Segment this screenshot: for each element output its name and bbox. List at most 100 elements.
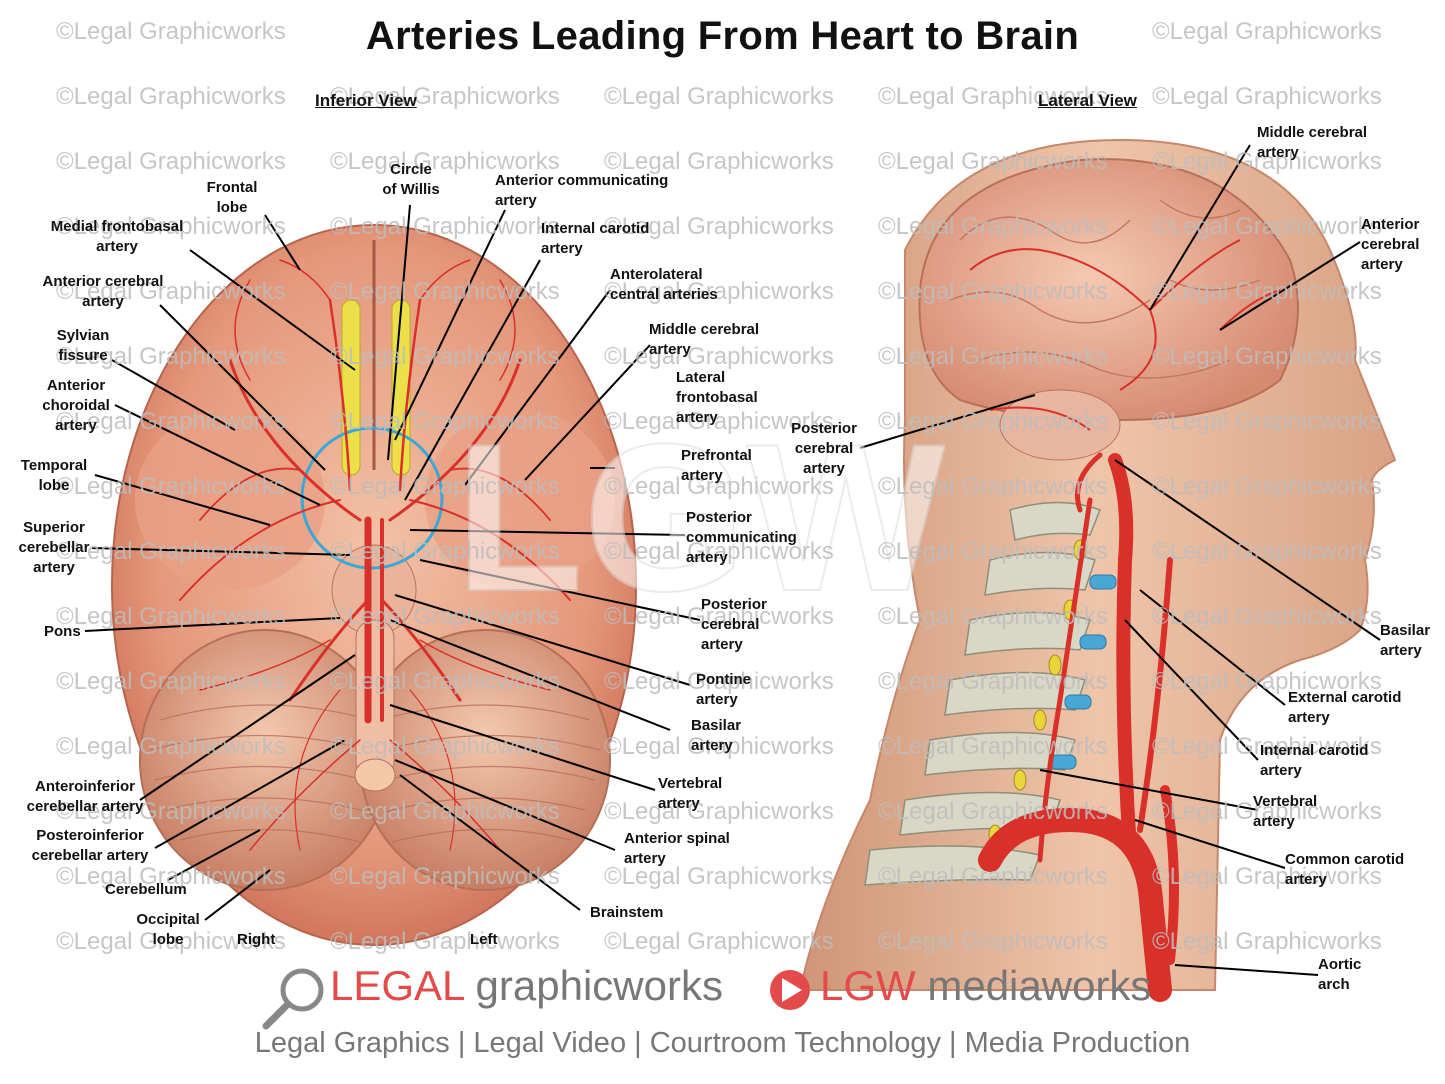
label-line: communicating xyxy=(686,529,797,546)
lateral-posterior-cerebral-label: Posterior cerebral artery xyxy=(788,419,860,479)
play-icon xyxy=(770,970,810,1010)
inferior-anterior-choroidal-label: Anterior choroidal artery xyxy=(36,376,116,436)
label-line: Posterior xyxy=(701,596,767,613)
label-line: Medial frontobasal xyxy=(50,218,184,235)
label-line: Posteroinferior xyxy=(36,827,144,844)
label-line: Left xyxy=(470,931,498,948)
label-line: fissure xyxy=(58,347,108,364)
page-title: Arteries Leading From Heart to Brain xyxy=(365,14,1080,58)
inferior-brainstem-label: Brainstem xyxy=(590,903,690,923)
inferior-cerebellum-label: Cerebellum xyxy=(105,880,205,900)
label-line: Prefrontal xyxy=(681,447,752,464)
label-line: artery xyxy=(649,341,691,358)
label-line: central arteries xyxy=(610,286,718,303)
label-line: arch xyxy=(1318,976,1350,993)
right-leader-lines xyxy=(859,144,1381,976)
label-line: Right xyxy=(237,931,276,948)
inferior-pontine-label: Pontine artery xyxy=(696,670,776,710)
label-line: artery xyxy=(803,460,845,477)
label-line: Middle cerebral xyxy=(649,321,760,338)
label-line: artery xyxy=(1253,813,1295,830)
label-line: Frontal xyxy=(206,179,258,196)
magnifier-icon xyxy=(262,968,324,1030)
label-line: artery xyxy=(1361,256,1403,273)
legal-graphicworks-logo: LEGAL graphicworks xyxy=(330,962,723,1010)
label-line: Basilar xyxy=(691,717,742,734)
label-line: artery xyxy=(1260,762,1302,779)
inferior-left-label: Left xyxy=(470,930,530,950)
label-line: Circle xyxy=(390,161,432,178)
label-line: artery xyxy=(55,417,97,434)
inferior-anterior-cerebral-label: Anterior cerebral artery xyxy=(28,272,178,312)
label-line: artery xyxy=(658,795,700,812)
label-line: cerebral xyxy=(794,440,854,457)
label-line: artery xyxy=(1285,871,1327,888)
footer-tagline: Legal Graphics | Legal Video | Courtroom… xyxy=(254,1027,1191,1059)
label-line: Cerebellum xyxy=(105,881,187,898)
label-line: Posterior xyxy=(686,509,752,526)
inferior-circle-of-willis-label: Circle of Willis xyxy=(380,160,442,200)
label-line: cerebellar artery xyxy=(26,798,144,815)
label-line: artery xyxy=(96,238,138,255)
label-line: Common carotid xyxy=(1285,851,1405,868)
inferior-view-label: Inferior View xyxy=(315,91,417,110)
label-line: artery xyxy=(691,737,733,754)
label-line: Middle cerebral xyxy=(1257,124,1368,141)
label-line: Superior xyxy=(23,519,85,536)
label-line: artery xyxy=(541,240,583,257)
lateral-internal-carotid-label: Internal carotid artery xyxy=(1260,741,1410,781)
label-line: cerebellar artery xyxy=(31,847,149,864)
label-line: Pontine xyxy=(696,671,751,688)
label-line: Pons xyxy=(44,623,81,640)
label-line: lobe xyxy=(38,477,70,494)
lateral-head xyxy=(798,138,1397,1002)
left-leader-lines xyxy=(84,204,701,921)
label-line: artery xyxy=(624,850,666,867)
label-line: artery xyxy=(1257,144,1299,161)
logo-legal-text: LEGAL xyxy=(330,962,464,1009)
label-line: Anterolateral xyxy=(610,266,703,283)
label-line: Posterior xyxy=(791,420,857,437)
label-line: Internal carotid xyxy=(541,220,650,237)
label-line: Aortic xyxy=(1318,956,1362,973)
inferior-occipital-lobe-label: Occipital lobe xyxy=(133,910,203,950)
lateral-middle-cerebral-label: Middle cerebral artery xyxy=(1257,123,1397,163)
label-line: artery xyxy=(82,293,124,310)
label-line: choroidal xyxy=(42,397,110,414)
label-line: cerebellar xyxy=(18,539,90,556)
label-line: artery xyxy=(33,559,75,576)
label-line: Occipital xyxy=(136,911,200,928)
inferior-anterolateral-central-label: Anterolateral central arteries xyxy=(610,265,750,305)
lateral-aortic-arch-label: Aortic arch xyxy=(1318,955,1378,995)
inferior-anterior-spinal-label: Anterior spinal artery xyxy=(624,829,784,869)
label-line: of Willis xyxy=(382,181,440,198)
inferior-right-label: Right xyxy=(237,930,297,950)
label-line: artery xyxy=(696,691,738,708)
inferior-pons-label: Pons xyxy=(44,622,104,642)
label-line: Anterior xyxy=(46,377,106,394)
label-line: artery xyxy=(686,549,728,566)
label-line: Internal carotid xyxy=(1260,742,1369,759)
lateral-common-carotid-label: Common carotid artery xyxy=(1285,850,1435,890)
label-line: Anterior cerebral xyxy=(42,273,164,290)
label-line: artery xyxy=(701,636,743,653)
inferior-frontal-lobe-label: Frontal lobe xyxy=(202,178,262,218)
inferior-posteroinferior-cerebellar-label: Posteroinferior cerebellar artery xyxy=(26,826,154,866)
logo-mediaworks-text: mediaworks xyxy=(927,962,1152,1009)
inferior-middle-cerebral-label: Middle cerebral artery xyxy=(649,320,789,360)
label-line: lobe xyxy=(216,199,248,216)
label-line: artery xyxy=(495,192,537,209)
label-line: Anterior spinal xyxy=(624,830,730,847)
label-line: lobe xyxy=(152,931,184,948)
